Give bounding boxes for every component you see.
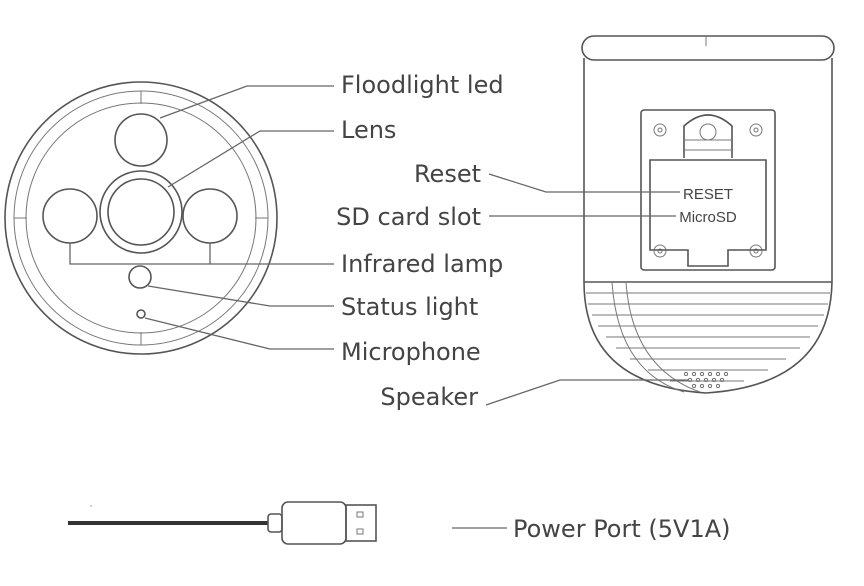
leader-floodlight (159, 85, 334, 119)
floodlight-led-icon (114, 113, 168, 167)
microphone-hole-icon (136, 309, 146, 319)
cover-plate (649, 159, 767, 267)
label-lens: Lens (341, 116, 396, 144)
label-speaker: Speaker (380, 383, 478, 411)
reset-panel-text: RESET (683, 186, 733, 203)
leader-status (147, 285, 334, 307)
label-power-port: Power Port (5V1A) (513, 515, 731, 543)
label-microphone: Microphone (341, 338, 481, 366)
top-cap (581, 35, 835, 61)
back-panel (640, 109, 776, 271)
infrared-lamp-right-icon (182, 188, 238, 244)
mount-knob-icon (683, 114, 733, 158)
label-sd-card-slot: SD card slot (336, 203, 481, 231)
camera-body (583, 58, 833, 394)
leader-microphone (144, 317, 334, 350)
leader-lens (167, 130, 334, 188)
cable-strain-relief (267, 513, 283, 533)
leader-lines (69, 85, 688, 529)
usb-plug-tip (345, 504, 377, 542)
lens-outer-icon (99, 170, 183, 254)
lens-inner-icon (107, 178, 175, 246)
usb-cable (68, 501, 377, 545)
leader-reset (488, 173, 680, 193)
camera-front-view (4, 81, 278, 355)
label-infrared-lamp: Infrared lamp (341, 250, 503, 278)
microsd-panel-text: MicroSD (679, 209, 737, 226)
front-inner-ring (13, 90, 269, 346)
camera-side-view: RESET MicroSD (581, 35, 835, 394)
label-reset: Reset (414, 160, 481, 188)
label-status-light: Status light (341, 293, 478, 321)
label-floodlight-led: Floodlight led (341, 71, 504, 99)
leader-infrared (69, 243, 334, 265)
status-light-icon (128, 265, 152, 289)
usb-plug-body (281, 501, 347, 545)
front-outer-ring (4, 81, 278, 355)
speaker-holes-icon (683, 371, 729, 389)
infrared-lamp-left-icon (42, 188, 98, 244)
leader-speaker (485, 379, 688, 406)
